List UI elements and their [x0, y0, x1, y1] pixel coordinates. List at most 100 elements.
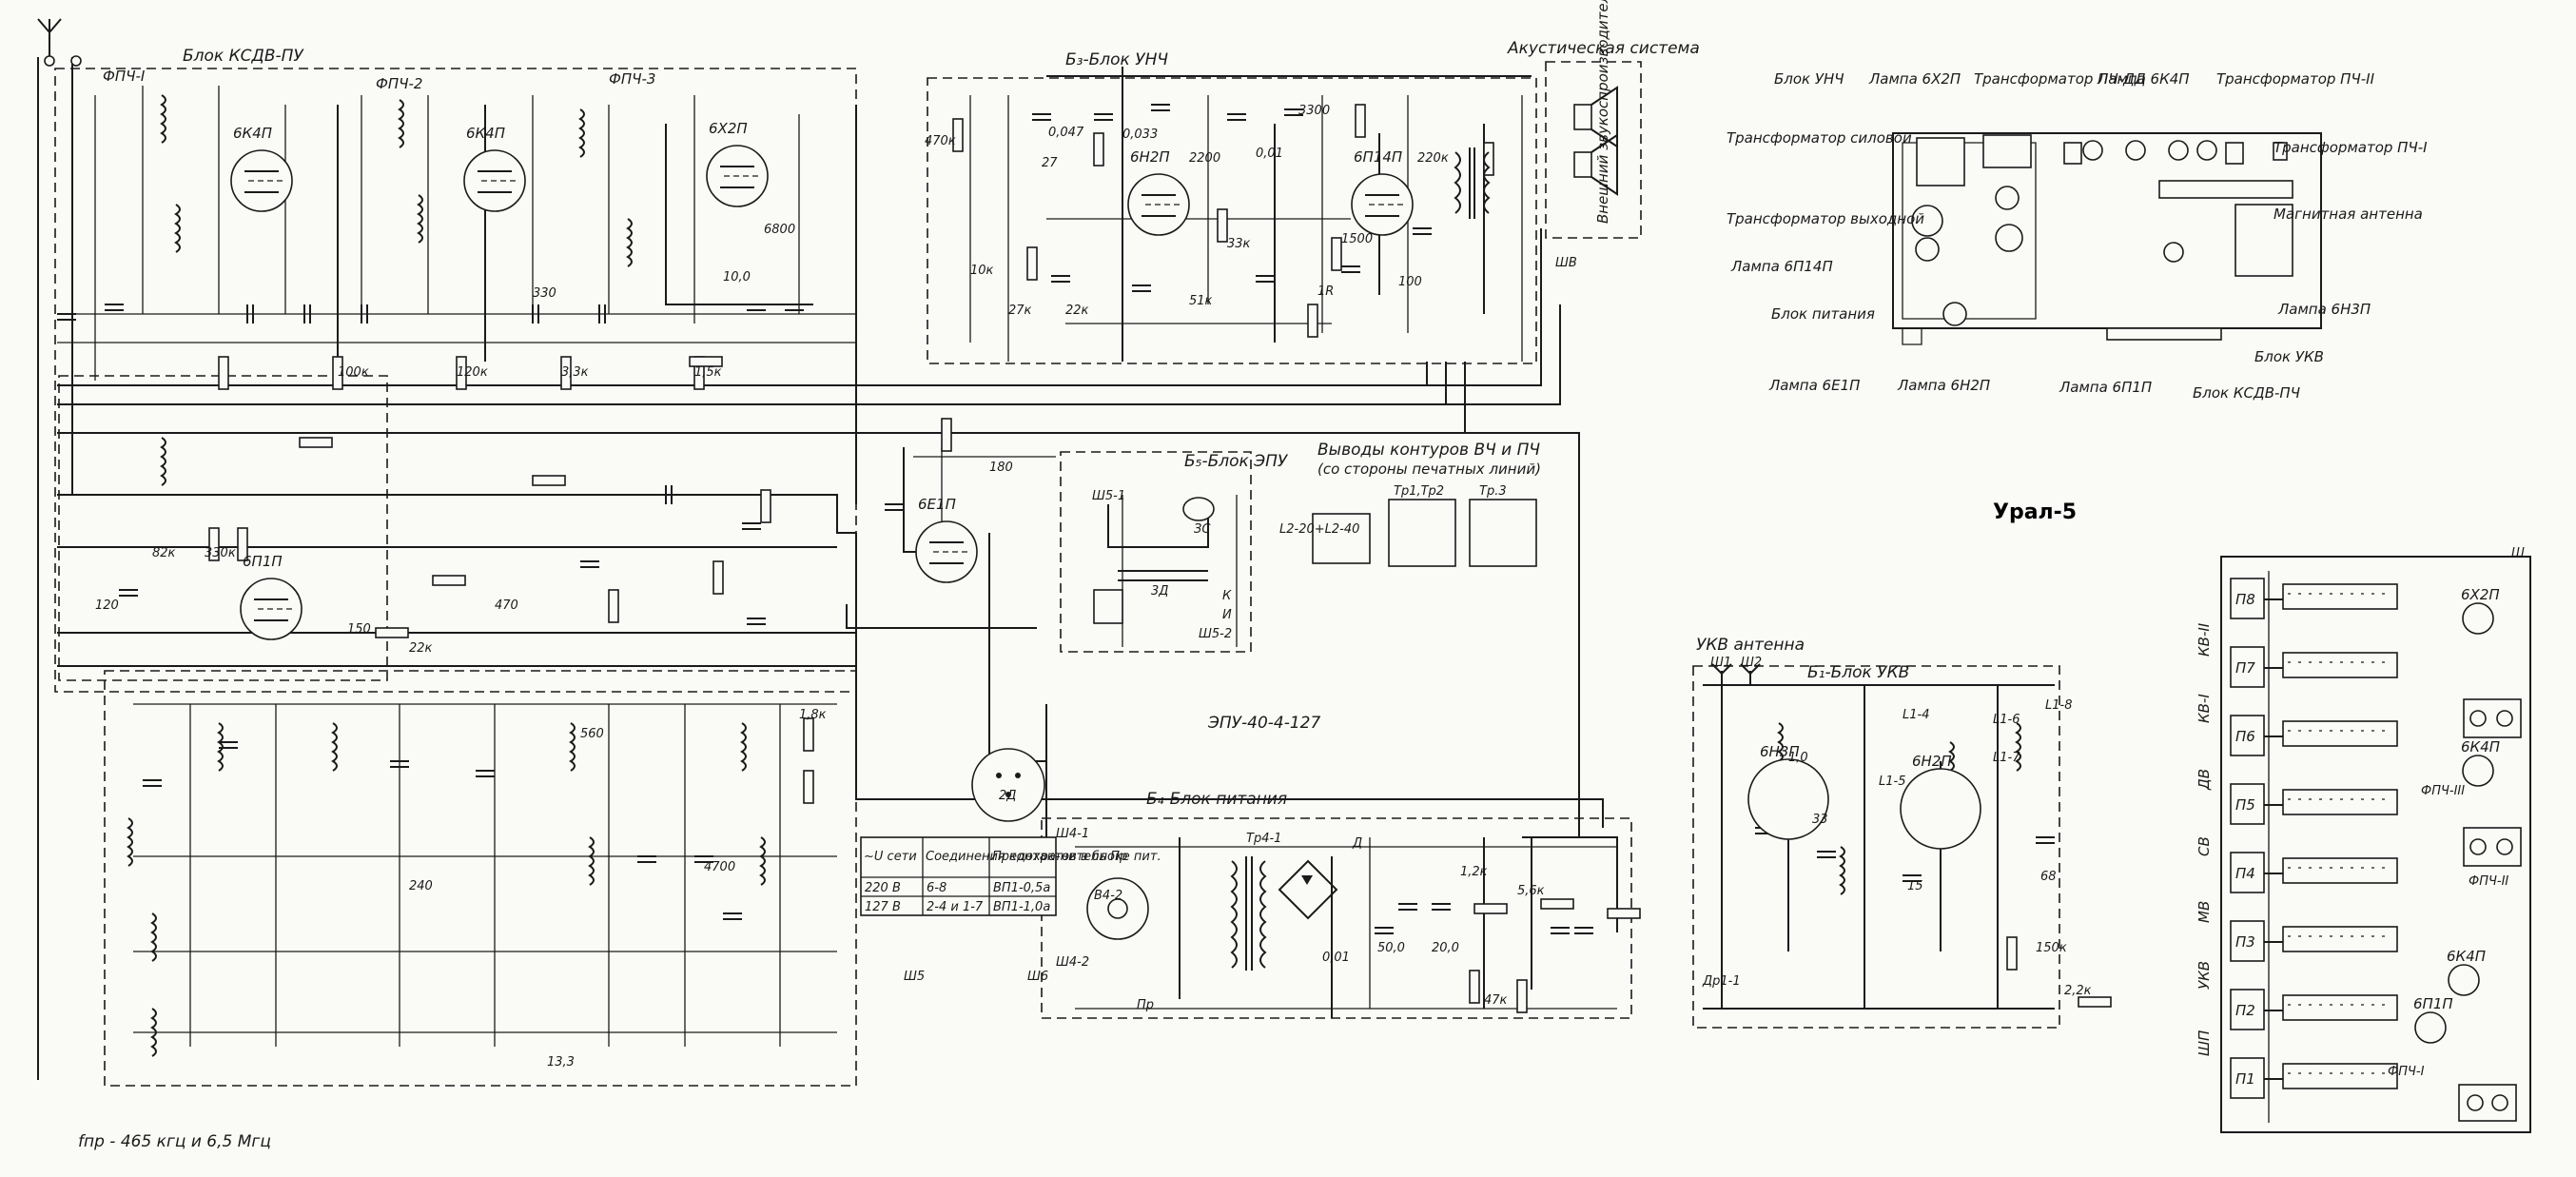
resistor [532, 475, 566, 486]
table-cell: ВП1-0,5а [993, 881, 1050, 895]
power-transformer [1230, 856, 1267, 971]
inductor [331, 722, 338, 772]
component-designator: Ш2 [1741, 656, 1762, 670]
resistor [560, 356, 572, 390]
resistor-value: 150 [347, 622, 371, 637]
tube-label: 6П14П [1354, 148, 1402, 166]
component-designator: Ш4-2 [1056, 955, 1089, 970]
board-tube-label: 6К4П [2461, 738, 2500, 755]
component-designator: L1-6 [1993, 713, 2020, 727]
ukv-antenna-label: УКВ антенна [1696, 636, 1805, 655]
component-designator: Ш5-2 [1199, 627, 1232, 641]
ukv-block-label: Б₁-Блок УКВ [1807, 663, 1909, 682]
inductor [626, 218, 633, 267]
resistor [1093, 132, 1104, 167]
resistor [218, 356, 229, 390]
tube-5 [1351, 173, 1414, 236]
table-cell: 127 В [865, 900, 901, 914]
tube-label: 6Н3П [1760, 743, 1800, 760]
component-designator: К [1222, 589, 1232, 603]
capacitor-value: 330 [533, 286, 556, 301]
tube-label: 6Е1П [918, 496, 956, 513]
tube-6 [240, 578, 302, 640]
resistor-value: 22к [409, 641, 433, 656]
inductor [160, 94, 166, 144]
if-filter-label: ФПЧ-2 [376, 75, 422, 92]
resistor [208, 527, 220, 561]
chassis-part-label: Лампа 6К4П [2097, 70, 2190, 88]
resistor-value: 150к [2036, 941, 2067, 955]
inductor [160, 437, 166, 486]
table-header: ~U сети [864, 850, 917, 864]
band-label: МВ [2195, 901, 2213, 923]
capacitor-value: 50,0 [1377, 941, 1405, 955]
inductor [2015, 722, 2021, 772]
resistor-value: 100к [338, 365, 369, 380]
capacitor-value: 0,01 [1322, 951, 1350, 965]
board-tube-label: 6Х2П [2461, 586, 2500, 603]
resistor [803, 770, 814, 804]
tube-4 [1127, 173, 1190, 236]
chassis-part-label: Блок УНЧ [1774, 70, 1844, 88]
component-designator: Д [1352, 836, 1362, 851]
resistor-value: 27к [1008, 304, 1032, 318]
ukv-block-frame [1692, 665, 2060, 1029]
resistor [2006, 936, 2018, 971]
chassis-part-label: Лампа 6Х2П [1868, 70, 1961, 88]
resistor [299, 437, 333, 448]
capacitor-value: 0,01 [1256, 147, 1283, 161]
component-designator: ШВ [1555, 256, 1577, 270]
chassis-part-label: Трансформатор силовой [1727, 129, 1912, 147]
band-label: СВ [2195, 836, 2213, 856]
resistor [952, 118, 964, 152]
tube-2 [463, 149, 526, 212]
switch-row-label: П1 [2235, 1070, 2255, 1088]
epu-block-frame [1060, 451, 1252, 653]
inductor [417, 194, 423, 244]
switch-row-label: П8 [2235, 591, 2255, 608]
output-transformer [1454, 147, 1491, 219]
component-designator: L1-8 [2045, 698, 2072, 713]
tube-label: 6П1П [243, 553, 283, 570]
table-cell: 2-4 и 1-7 [927, 900, 984, 914]
epu-block-label: Б₅-Блок ЭПУ [1184, 452, 1289, 471]
board-tube-label: 6П1П [2413, 995, 2453, 1012]
capacitor-value: 15 [1907, 879, 1923, 893]
resistor-value: 1,8к [799, 708, 827, 722]
chassis-part-label: Магнитная антенна [2274, 206, 2423, 223]
components [57, 94, 2112, 1057]
resistor [712, 560, 724, 595]
capacitor-value: 33 [1812, 813, 1828, 827]
band-label: КВ-II [2195, 622, 2213, 657]
component-designator: Ш5-1 [1092, 489, 1125, 503]
band-label: УКВ [2195, 961, 2213, 990]
component-designator: L2-20+L2-40 [1279, 522, 1359, 537]
tube-label: 6Н2П [1912, 753, 1952, 770]
component-designator: Ш4-1 [1056, 827, 1089, 841]
tube-label: 6К4П [233, 125, 272, 142]
power-block-label: Б₄-Блок питания [1146, 790, 1287, 809]
component-designator: ЗС [1194, 522, 1211, 537]
capacitor-value: 1500 [1341, 232, 1373, 246]
capacitor-value: 0,047 [1048, 126, 1084, 140]
chassis-part-label: Блок питания [1771, 305, 1875, 323]
capacitor-value: 20,0 [1432, 941, 1459, 955]
component-designator: Дp1-1 [1702, 974, 1741, 989]
capacitor-value: 2200 [1189, 151, 1220, 166]
tube-7 [915, 520, 978, 583]
board-filter-label: ФПЧ-III [2421, 784, 2465, 798]
resistor [803, 717, 814, 752]
inductor [588, 836, 595, 886]
resistor [332, 356, 343, 390]
ukv-tube-6N3P [1747, 758, 1981, 850]
capacitor-value: 1,0 [1788, 751, 1808, 765]
component-designator: Ш6 [1027, 970, 1048, 984]
inductor [127, 817, 133, 867]
inductor [569, 722, 576, 772]
resistor-value: 470к [925, 134, 956, 148]
band-label: КВ-I [2195, 694, 2213, 723]
epu-plug [971, 748, 1045, 822]
